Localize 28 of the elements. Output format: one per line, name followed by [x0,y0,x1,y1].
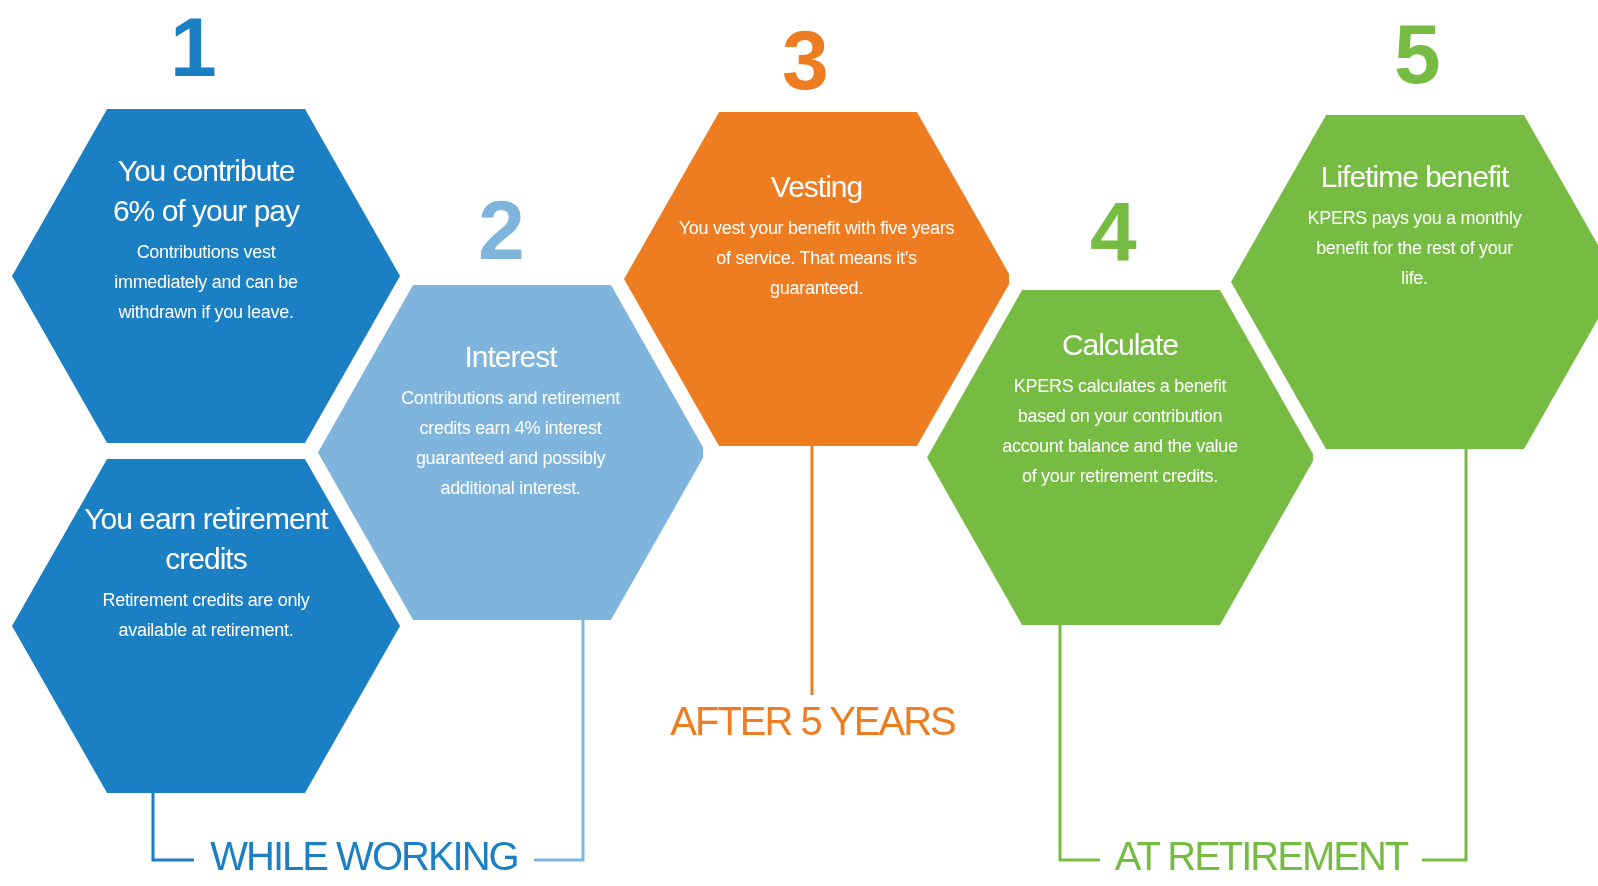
phase-label: AFTER 5 YEARS [669,698,956,745]
step-number: 3 [782,18,829,102]
hexagon [927,290,1313,625]
step-title: You contribute 6% of your pay [111,153,301,229]
connector-line [810,446,814,695]
description-text: KPERS pays you a monthly benefit for the rest of your life. [1306,207,1523,290]
step-title: Vesting [769,169,864,205]
step-title: You earn retirement credits [83,501,330,577]
step-title: Calculate [1060,327,1180,363]
connector-line [1058,625,1100,862]
connector-line [151,793,194,862]
connector-line [534,620,585,862]
phase-label: AT RETIREMENT [1113,833,1409,880]
description-text: KPERS calculates a benefit based on your contribution account balance and the value of your retirement credits. [1001,375,1239,488]
step-number: 4 [1090,190,1137,274]
step-number: 5 [1394,12,1441,96]
step-title: Lifetime benefit [1319,159,1510,195]
hexagon [12,459,400,793]
phase-label: WHILE WORKING [209,833,519,880]
description-text: Contributions and retirement credits earn 4% interest guaranteed and possibly additional interest. [400,387,621,500]
description-text: Retirement credits are only available at retirement. [101,589,311,642]
hexagon [12,109,400,443]
step-title: Interest [463,339,559,375]
connector-line [1422,449,1468,862]
step-number: 2 [478,188,525,272]
description-text: You vest your benefit with five years of service. That means it’s guaranteed. [677,217,956,300]
description-text: Contributions vest immediately and can be withdrawn if you leave. [113,241,299,324]
step-number: 1 [170,5,217,89]
